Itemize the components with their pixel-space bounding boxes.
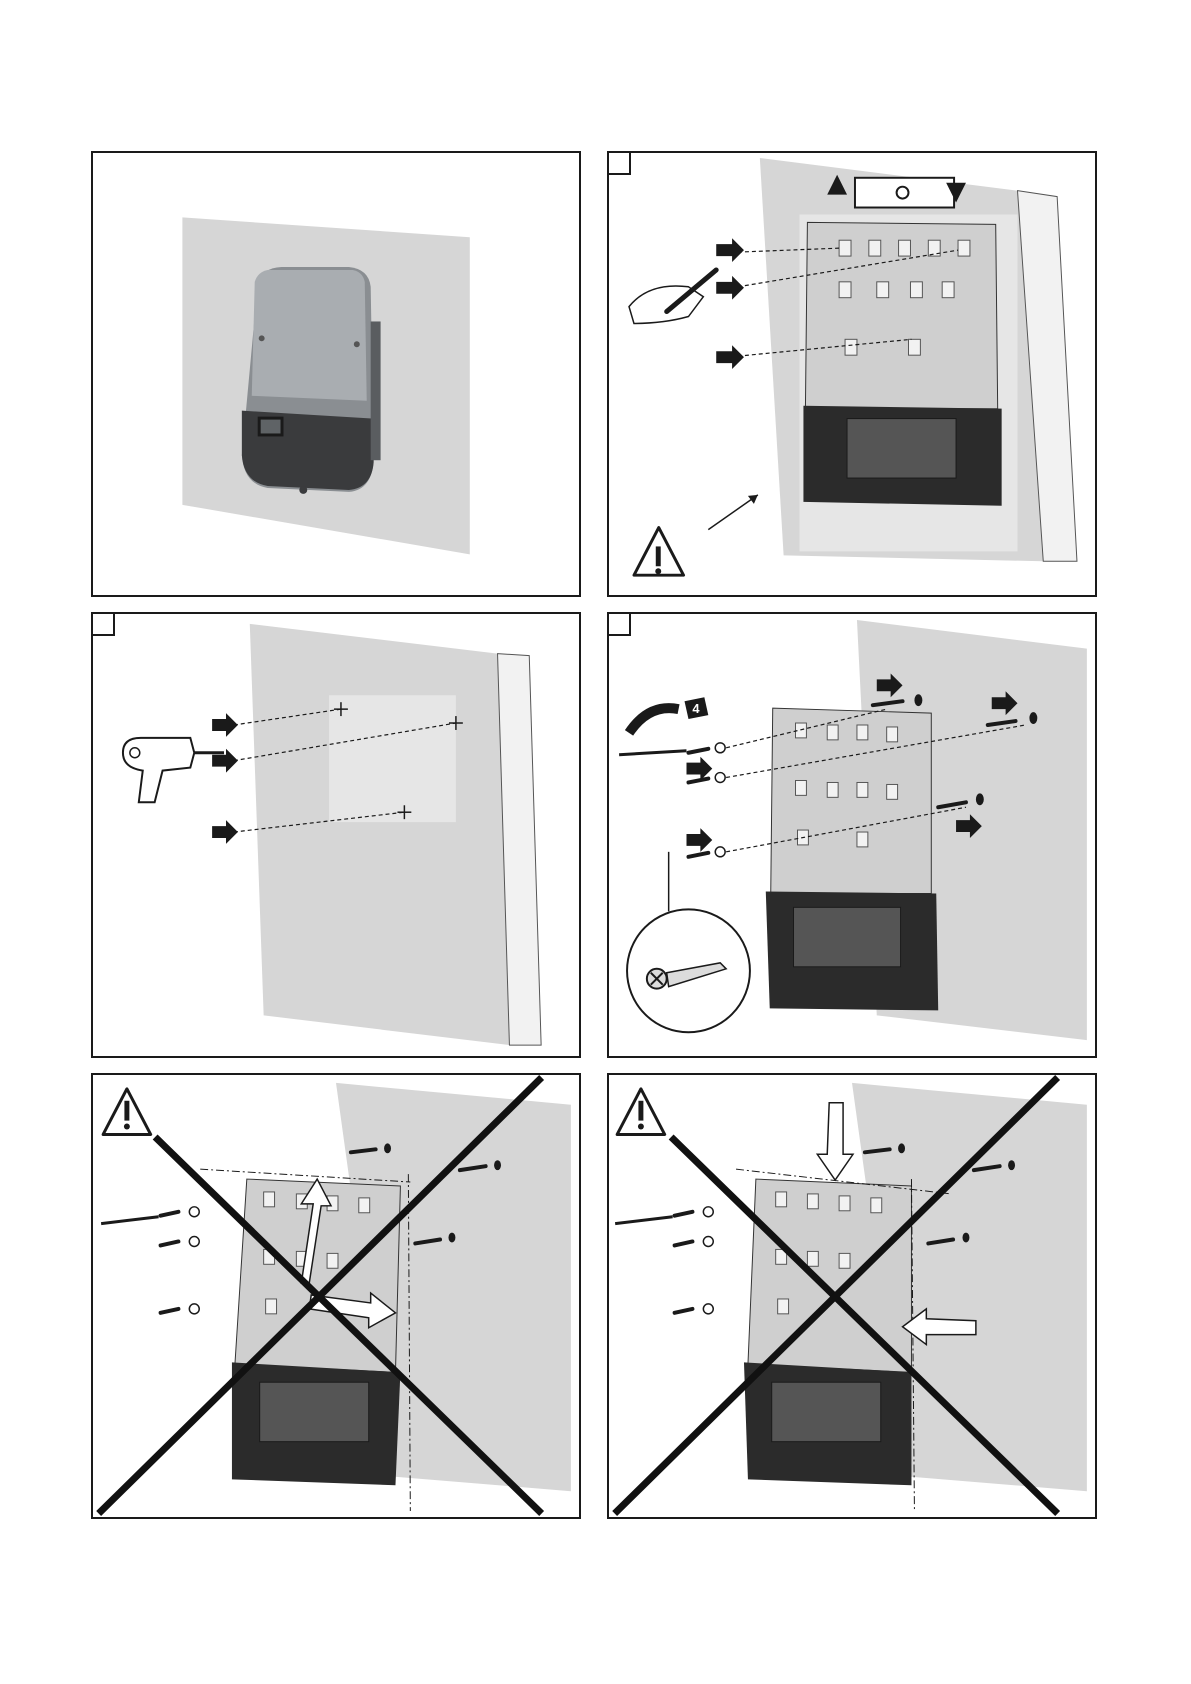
terminal-block bbox=[260, 1382, 369, 1441]
cable-gland-icon bbox=[299, 486, 307, 494]
screw-icon bbox=[354, 341, 360, 347]
screw-icon bbox=[161, 1212, 179, 1313]
step-marker bbox=[609, 153, 631, 175]
screwdriver-icon bbox=[619, 751, 686, 755]
display-screen bbox=[261, 420, 281, 434]
step-marker bbox=[609, 614, 631, 636]
screw-icon bbox=[259, 335, 265, 341]
pointer-line bbox=[708, 495, 758, 530]
terminal-block bbox=[794, 907, 901, 966]
arrow-icon bbox=[212, 713, 238, 737]
arrow-icon bbox=[716, 276, 744, 300]
arrow-icon bbox=[817, 1103, 853, 1180]
panel-wrong-mounting-tilted bbox=[91, 1073, 581, 1519]
panel-mark-drill-holes bbox=[607, 151, 1097, 597]
terminal-block bbox=[772, 1382, 881, 1441]
wrong-uneven-illustration bbox=[609, 1075, 1095, 1517]
washer-icon bbox=[703, 1207, 713, 1314]
panel-fasten-bracket: 4 bbox=[607, 612, 1097, 1058]
step-marker bbox=[93, 614, 115, 636]
wall-plane bbox=[250, 624, 510, 1045]
warning-triangle-icon bbox=[617, 1089, 665, 1135]
rotate-arrow-icon bbox=[629, 708, 679, 733]
mark-holes-illustration bbox=[609, 153, 1095, 595]
fasten-bracket-illustration: 4 bbox=[609, 614, 1095, 1056]
drill-holes-illustration bbox=[93, 614, 579, 1056]
arrow-icon bbox=[686, 828, 712, 852]
screwdriver-icon bbox=[101, 1217, 158, 1224]
inverter-side-fins bbox=[371, 321, 381, 460]
torque-value: 4 bbox=[692, 701, 700, 716]
inverter-front-cover bbox=[252, 270, 367, 401]
spirit-level-icon bbox=[855, 178, 954, 208]
panel-mounted-inverter bbox=[91, 151, 581, 597]
wrong-tilted-illustration bbox=[93, 1075, 579, 1517]
terminal-block bbox=[847, 419, 956, 478]
arrow-icon bbox=[212, 820, 238, 844]
drill-icon bbox=[123, 738, 224, 802]
arrow-icon bbox=[716, 238, 744, 262]
arrow-icon bbox=[748, 495, 758, 504]
panel-drill-holes bbox=[91, 612, 581, 1058]
warning-triangle-icon bbox=[634, 528, 684, 576]
template-area bbox=[329, 695, 456, 822]
mounted-inverter-illustration bbox=[93, 153, 579, 595]
mounting-bracket bbox=[771, 708, 932, 893]
washer-icon bbox=[189, 1207, 199, 1314]
screwdriver-icon bbox=[615, 1217, 672, 1224]
warning-triangle-icon bbox=[103, 1089, 151, 1135]
panel-wrong-mounting-uneven bbox=[607, 1073, 1097, 1519]
arrow-icon bbox=[716, 345, 744, 369]
washer-icon bbox=[715, 743, 725, 857]
screw-icon bbox=[675, 1212, 693, 1313]
